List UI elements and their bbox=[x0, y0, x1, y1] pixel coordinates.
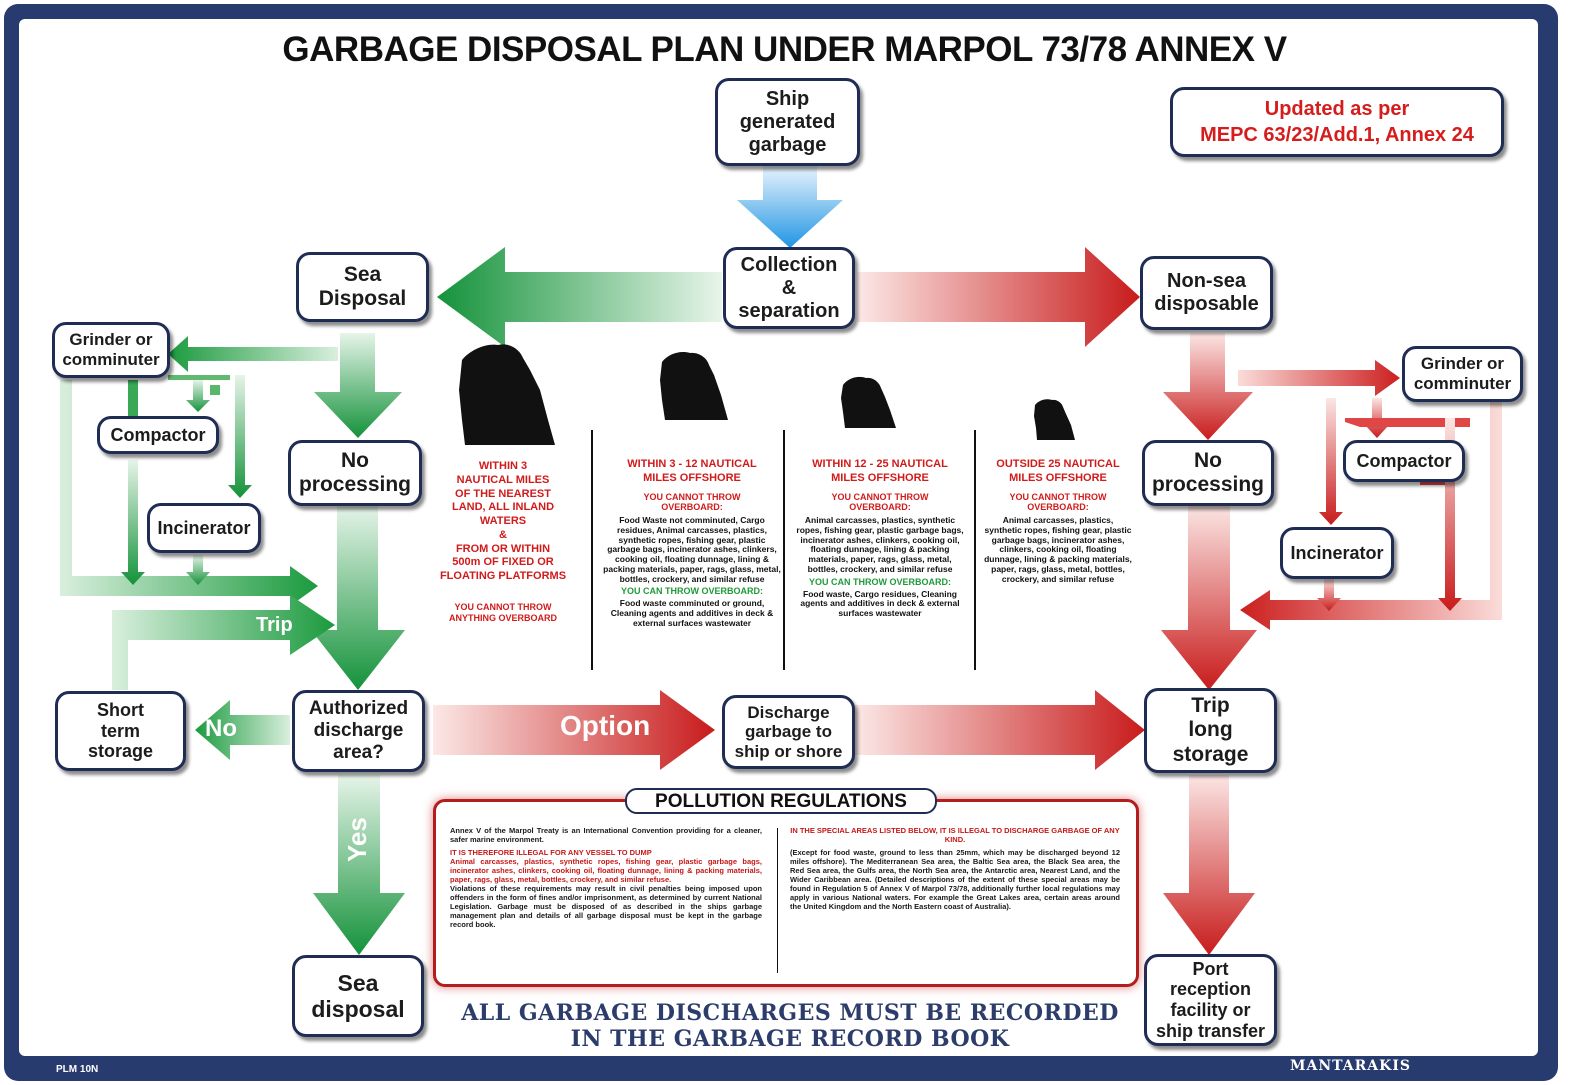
pollution-left-column: Annex V of the Marpol Treaty is an Inter… bbox=[450, 826, 762, 929]
pollution-right-column: IN THE SPECIAL AREAS LISTED BELOW, IT IS… bbox=[790, 826, 1120, 911]
arrow-noproc-to-trip bbox=[1161, 505, 1257, 690]
pollution-right-body: (Except for food waste, ground to less t… bbox=[790, 848, 1120, 911]
zone-divider bbox=[783, 430, 785, 670]
zone-can-list: Food waste comminuted or ground, Cleanin… bbox=[610, 598, 774, 628]
record-note: ALL GARBAGE DISCHARGES MUST BE RECORDED … bbox=[461, 1000, 1119, 1053]
node-grinder-right: Grinder or comminuter bbox=[1402, 346, 1523, 402]
pollution-title: POLLUTION REGULATIONS bbox=[625, 788, 937, 814]
arrow-collection-to-nonsea bbox=[857, 247, 1140, 347]
ship-icon bbox=[660, 352, 728, 420]
ship-icon bbox=[459, 344, 555, 445]
pollution-left-red-list: Animal carcasses, plastics, synthetic ro… bbox=[450, 857, 762, 884]
label-yes: Yes bbox=[342, 817, 372, 862]
arrow-discharge-to-trip bbox=[855, 690, 1145, 770]
node-collection: Collection & separation bbox=[723, 247, 855, 329]
node-port-reception: Port reception facility or ship transfer bbox=[1144, 954, 1277, 1046]
node-incinerator-right: Incinerator bbox=[1280, 527, 1394, 579]
pollution-divider bbox=[777, 828, 778, 973]
pollution-left-red: IT IS THEREFORE ILLEGAL FOR ANY VESSEL T… bbox=[450, 848, 652, 857]
node-discharge: Discharge garbage to ship or shore bbox=[722, 695, 855, 769]
zone-outside-25: OUTSIDE 25 NAUTICAL MILES OFFSHORE YOU C… bbox=[984, 458, 1132, 584]
zone-can: YOU CAN THROW OVERBOARD: bbox=[809, 576, 951, 587]
arrow-option bbox=[433, 690, 715, 770]
zone-can-list: Food waste, Cargo residues, Cleaning age… bbox=[800, 588, 960, 619]
zone-cannot: YOU CANNOT THROW OVERBOARD: bbox=[643, 491, 741, 513]
label-trip: Trip bbox=[256, 614, 293, 636]
arrow-nonsea-to-noproc bbox=[1163, 333, 1253, 440]
arrow-trip bbox=[112, 595, 335, 690]
arrow-no bbox=[195, 700, 290, 760]
zone-12-25: WITHIN 12 - 25 NAUTICAL MILES OFFSHORE Y… bbox=[794, 458, 966, 619]
node-authorized: Authorized discharge area? bbox=[292, 690, 425, 772]
arrow-sea-to-noproc bbox=[314, 333, 402, 438]
node-compactor-right: Compactor bbox=[1343, 440, 1465, 482]
arrow-noproc-to-authorized bbox=[311, 505, 405, 690]
ship-icon bbox=[1034, 399, 1075, 440]
updated-note: Updated as per MEPC 63/23/Add.1, Annex 2… bbox=[1170, 87, 1504, 157]
node-ship-generated: Ship generated garbage bbox=[715, 78, 860, 166]
arrow-to-grinder-right bbox=[1238, 360, 1400, 396]
label-option: Option bbox=[560, 710, 651, 741]
zone-cannot-list: Animal carcasses, plastics, synthetic ro… bbox=[796, 515, 964, 574]
zone-can: YOU CAN THROW OVERBOARD: bbox=[621, 586, 763, 597]
node-no-processing-left: No processing bbox=[288, 440, 422, 506]
node-incinerator-left: Incinerator bbox=[147, 503, 261, 553]
pollution-right-red: IN THE SPECIAL AREAS LISTED BELOW, IT IS… bbox=[790, 826, 1120, 844]
zone-cannot: YOU CANNOT THROW OVERBOARD: bbox=[1009, 491, 1107, 513]
node-non-sea: Non-sea disposable bbox=[1140, 256, 1273, 330]
zone-title: WITHIN 12 - 25 NAUTICAL MILES OFFSHORE bbox=[812, 458, 948, 484]
zone-divider bbox=[591, 430, 593, 670]
label-no: No bbox=[205, 715, 237, 742]
pollution-left-body: Violations of these requirements may res… bbox=[450, 884, 762, 929]
ship-icon bbox=[841, 376, 896, 428]
zone-cannot: YOU CANNOT THROW OVERBOARD: bbox=[831, 491, 929, 513]
node-no-processing-right: No processing bbox=[1142, 440, 1274, 506]
brand-logo: MANTARAKIS bbox=[1290, 1058, 1411, 1074]
arrow-collection-to-sea bbox=[437, 247, 722, 347]
node-sea-disposal-bottom: Sea disposal bbox=[292, 955, 424, 1037]
arrow-trip-to-port bbox=[1163, 775, 1255, 955]
zone-cannot: YOU CANNOT THROW ANYTHING OVERBOARD bbox=[448, 601, 557, 623]
zone-title: WITHIN 3 - 12 NAUTICAL MILES OFFSHORE bbox=[627, 458, 757, 484]
pollution-regulations-box bbox=[433, 799, 1139, 987]
zone-cannot-list: Animal carcasses, plastics, synthetic ro… bbox=[984, 515, 1132, 584]
node-grinder-left: Grinder or comminuter bbox=[52, 322, 170, 378]
pollution-intro: Annex V of the Marpol Treaty is an Inter… bbox=[450, 826, 762, 844]
arrow-authorized-to-sea bbox=[313, 775, 405, 955]
page-title: GARBAGE DISPOSAL PLAN UNDER MARPOL 73/78… bbox=[282, 30, 1287, 69]
zone-title: OUTSIDE 25 NAUTICAL MILES OFFSHORE bbox=[996, 458, 1120, 484]
node-short-term: Short term storage bbox=[55, 691, 186, 771]
zone-3-12: WITHIN 3 - 12 NAUTICAL MILES OFFSHORE YO… bbox=[603, 458, 781, 629]
zone-divider bbox=[974, 430, 976, 670]
zone-title: WITHIN 3 NAUTICAL MILES OF THE NEAREST L… bbox=[439, 460, 567, 582]
node-compactor-left: Compactor bbox=[97, 416, 219, 454]
node-sea-disposal-top: Sea Disposal bbox=[296, 252, 429, 322]
node-trip-long: Trip long storage bbox=[1144, 688, 1277, 773]
arrow-to-grinder-left bbox=[168, 336, 338, 372]
zone-within-3: WITHIN 3 NAUTICAL MILES OF THE NEAREST L… bbox=[427, 460, 579, 623]
arrow-ship-to-collection bbox=[737, 166, 843, 248]
poster-code: PLM 10N bbox=[56, 1064, 99, 1075]
zone-cannot-list: Food Waste not comminuted, Cargo residue… bbox=[603, 515, 781, 584]
